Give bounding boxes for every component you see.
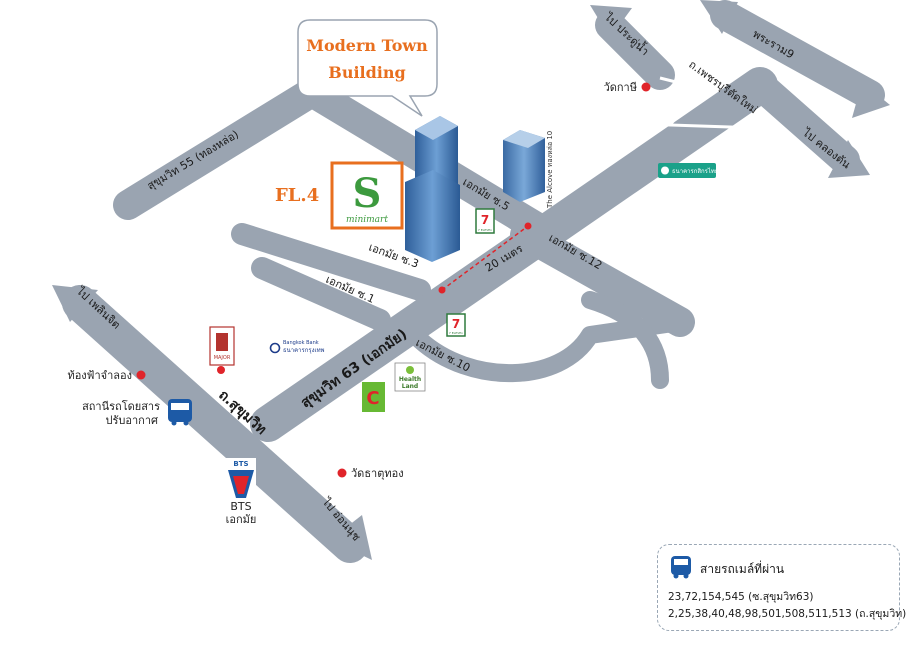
major-text: MAJOR (214, 355, 231, 361)
road-ekkamai-10 (411, 313, 689, 383)
poi-dot-wat-that-thong (337, 468, 347, 478)
alcove-label: The Alcove ทองหล่อ 10 (546, 131, 554, 209)
roads (62, 0, 885, 563)
bus-routes-legend: สายรถเมล์ที่ผ่าน 23,72,154,545 (ซ.สุขุมว… (657, 544, 906, 631)
poi-label-wat-kaphi: วัดกาษี (604, 81, 637, 94)
poi-dot-major (217, 366, 225, 374)
health-land-logo (394, 362, 426, 392)
road-ekkamai-10-curve (581, 291, 669, 389)
bts-label-2: เอกมัย (226, 513, 257, 526)
bts-logo (226, 458, 256, 500)
poi-label-wat-that-thong: วัดธาตุทอง (351, 467, 404, 480)
road-ekkamai-3 (231, 223, 431, 301)
arrow-head-rama9-back (700, 0, 738, 34)
health-land-1: Health (399, 376, 421, 383)
road-ekkamai-12 (510, 220, 695, 337)
expressway-line (659, 76, 761, 130)
svg-text:C: C (366, 388, 379, 409)
distance-end-dot (524, 222, 532, 230)
modern-town-building[interactable] (405, 116, 460, 262)
legend-route-sukhumvit: 2,25,38,40,48,98,501,508,511,513 (ถ.สุขุ… (668, 608, 907, 620)
label-sukhumvit63: สุขุมวิท 63 (เอกมัย) (298, 326, 410, 411)
alcove-building (503, 130, 545, 202)
seven-eleven-logo-1: 7 (475, 208, 495, 234)
floor-label: FL.4 (275, 185, 319, 206)
minimart-text: minimart (346, 215, 388, 225)
callout-bubble (297, 19, 438, 117)
bangkok-bank-th: ธนาคารกรุงเทพ (283, 347, 325, 354)
svg-text:7: 7 (452, 317, 460, 331)
kbank-text: ธนาคารกสิกรไทย (672, 167, 718, 175)
arrow-head-pradiphat (590, 5, 632, 38)
road-sukhumvit-main (62, 285, 368, 563)
distance-start-dot (438, 286, 446, 294)
callout-line1: Modern Town (306, 36, 428, 55)
minimart-letter: S (353, 170, 382, 217)
poi-dot-wat-kaphi (641, 82, 651, 92)
arrow-head-klongtan (828, 140, 870, 178)
bangkok-bank-en: Bangkok Bank (283, 340, 319, 346)
svg-text:7: 7 (481, 213, 489, 227)
distance-line (441, 225, 529, 291)
bts-logo-text: BTS (233, 460, 248, 468)
seven-eleven-text-2: 7 ELEVEn (449, 331, 463, 335)
kbank-logo (658, 163, 716, 178)
arrow-head-ploenchit (52, 285, 98, 322)
poi-label-planetarium: ท้องฟ้าจำลอง (67, 369, 132, 382)
road-rama9 (710, 0, 885, 110)
bus-terminal-icon (168, 399, 192, 426)
arrow-head-rama9 (852, 82, 890, 118)
bus-terminal-label-1: สถานีรถโดยสาร (82, 399, 160, 413)
big-c-logo: C (362, 382, 385, 412)
road-phetchaburi-north (595, 10, 675, 90)
arrows (52, 0, 890, 560)
road-ekkamai-1 (251, 257, 391, 331)
minimart-logo[interactable] (330, 161, 404, 230)
callout-line2: Building (328, 63, 405, 82)
bts-label-1: BTS (230, 500, 251, 513)
legend-route-soi63: 23,72,154,545 (ซ.สุขุมวิท63) (668, 591, 814, 603)
arrow-head-onnut (330, 515, 372, 560)
major-logo (209, 326, 235, 366)
poi-dot-planetarium (136, 370, 146, 380)
road-sukhumvit-55 (113, 77, 327, 220)
bus-icon (671, 556, 691, 579)
bus-terminal-label-2: ปรับอากาศ (106, 414, 158, 427)
bangkok-bank-logo (269, 342, 281, 354)
legend-title: สายรถเมล์ที่ผ่าน (700, 562, 785, 576)
road-phetchaburi (745, 70, 860, 175)
health-land-2: Land (402, 383, 418, 390)
seven-eleven-logo-2: 7 (446, 313, 466, 337)
seven-eleven-text-1: 7 ELEVEn (478, 228, 492, 232)
road-sukhumvit-63 (250, 67, 778, 442)
